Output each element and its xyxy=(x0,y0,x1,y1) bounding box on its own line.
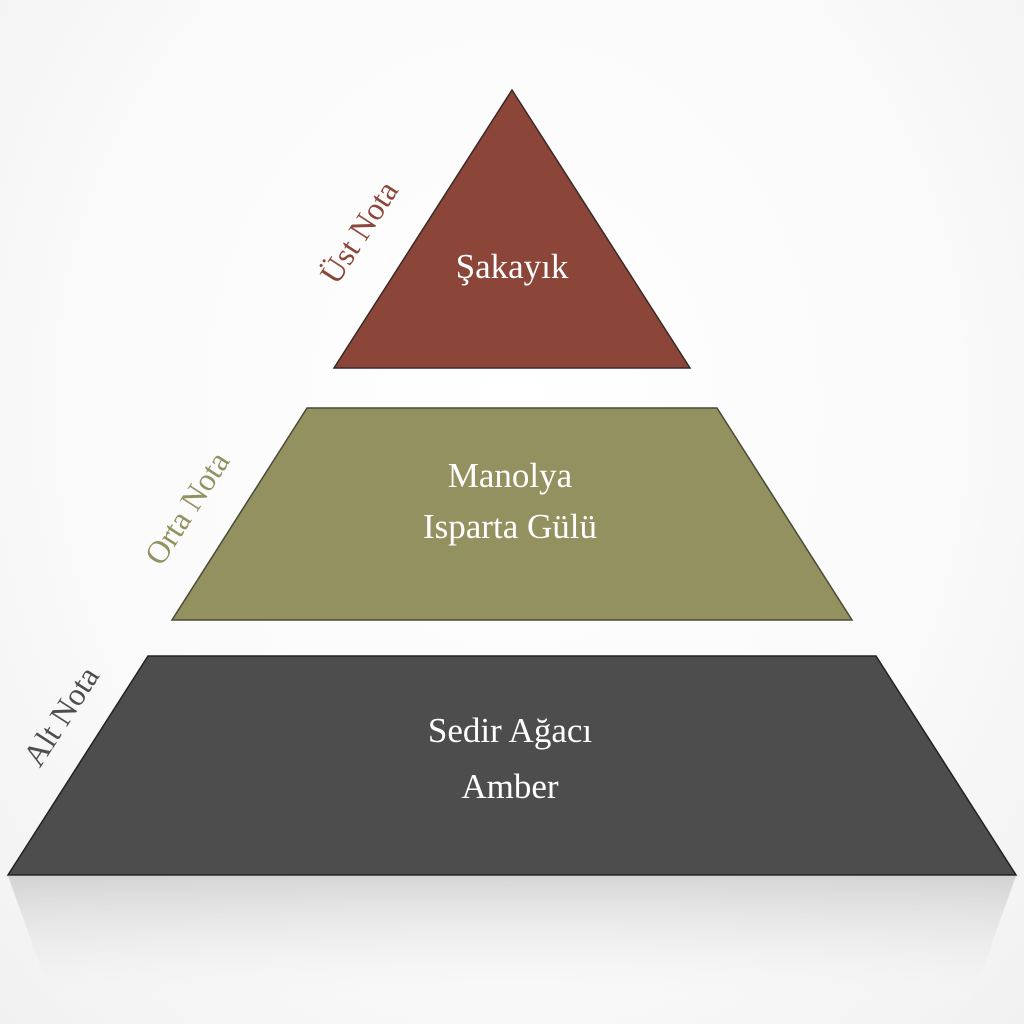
tier-top-line-1: Şakayık xyxy=(456,247,569,286)
tier-middle: Manolya Isparta Gülü Orta Nota xyxy=(137,407,854,621)
tier-top-shape xyxy=(332,88,692,369)
tier-top-label: Üst Nota xyxy=(312,174,405,290)
tier-middle-line-2: Isparta Gülü xyxy=(423,507,597,546)
tier-middle-shape xyxy=(170,407,854,621)
tier-base: Sedir Ağacı Amber Alt Nota xyxy=(6,655,1018,876)
tier-middle-line-1: Manolya xyxy=(448,456,573,495)
tier-base-line-1: Sedir Ağacı xyxy=(428,711,593,750)
tier-base-line-2: Amber xyxy=(461,767,559,806)
tier-top: Şakayık Üst Nota xyxy=(312,88,692,369)
tier-base-shape xyxy=(6,655,1018,876)
base-reflection xyxy=(8,876,1016,1010)
